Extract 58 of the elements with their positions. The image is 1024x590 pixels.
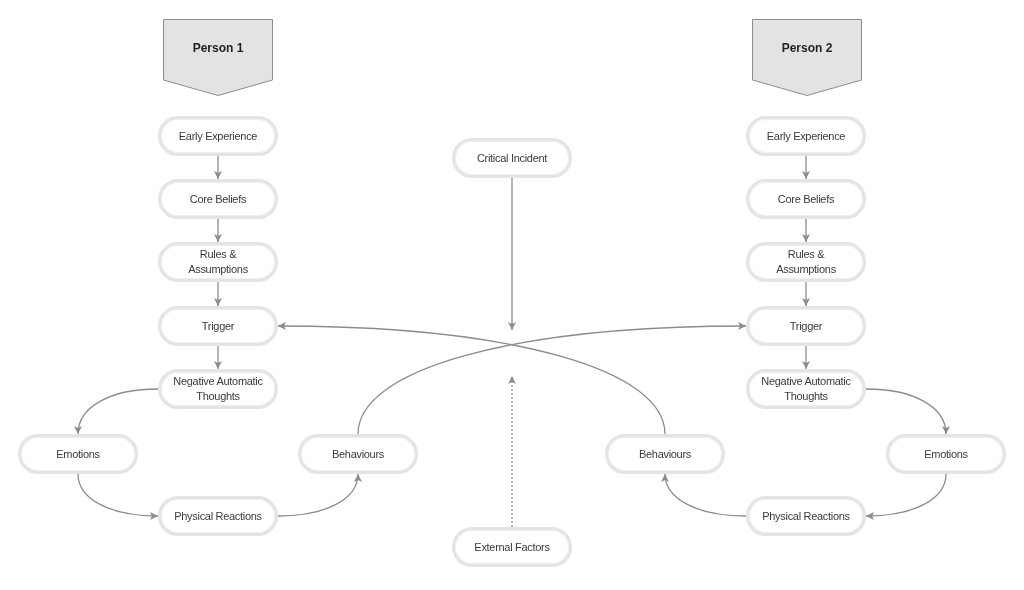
pill-box [746, 116, 866, 156]
arrow [357, 322, 747, 435]
node-label: Core Beliefs [189, 191, 247, 207]
arrow [865, 388, 950, 435]
arrow [74, 388, 159, 435]
pill-box [746, 179, 866, 219]
pill-box [886, 434, 1006, 474]
node-label: Person 2 [781, 41, 833, 56]
arrow [77, 473, 159, 520]
node-label: Rules & Assumptions [775, 247, 837, 277]
node-label: Core Beliefs [777, 191, 835, 207]
arrow [214, 281, 222, 307]
node-label: Physical Reactions [174, 508, 262, 524]
arrow [214, 218, 222, 243]
pill-box [158, 179, 278, 219]
arrow [802, 345, 810, 370]
arrow [277, 473, 362, 517]
node-label: Trigger [201, 318, 235, 334]
node-label: Emotions [56, 446, 100, 462]
arrow [802, 281, 810, 307]
pill-box [746, 242, 866, 282]
arrow [277, 322, 666, 435]
pill-box [158, 306, 278, 346]
pill-box [746, 496, 866, 536]
pill-box [158, 116, 278, 156]
node-label: Behaviours [638, 446, 691, 462]
pill-box [452, 527, 572, 567]
node-label: Trigger [789, 318, 823, 334]
arrow [508, 177, 516, 331]
node-label: Negative Automatic Thoughts [760, 374, 852, 404]
node-label: Early Experience [178, 128, 258, 144]
pill-box [452, 138, 572, 178]
node-label: Emotions [924, 446, 968, 462]
pill-box [605, 434, 725, 474]
arrow [214, 155, 222, 180]
node-label: Behaviours [331, 446, 384, 462]
arrow [802, 155, 810, 180]
node-label: Person 1 [192, 41, 244, 56]
pill-box [158, 496, 278, 536]
pill-box [18, 434, 138, 474]
arrow [865, 473, 947, 520]
pentagon-box [752, 19, 862, 96]
arrow [802, 218, 810, 243]
node-label: External Factors [474, 539, 550, 555]
pill-box [298, 434, 418, 474]
node-label: Negative Automatic Thoughts [172, 374, 264, 404]
pill-box [746, 306, 866, 346]
pill-box [158, 242, 278, 282]
arrow [661, 473, 747, 517]
pill-box [158, 369, 278, 409]
arrow [214, 345, 222, 370]
node-label: Early Experience [766, 128, 846, 144]
pill-box [746, 369, 866, 409]
node-label: Physical Reactions [762, 508, 850, 524]
pentagon-box [163, 19, 273, 96]
node-label: Critical Incident [476, 150, 548, 166]
node-label: Rules & Assumptions [187, 247, 249, 277]
arrow [508, 375, 516, 528]
